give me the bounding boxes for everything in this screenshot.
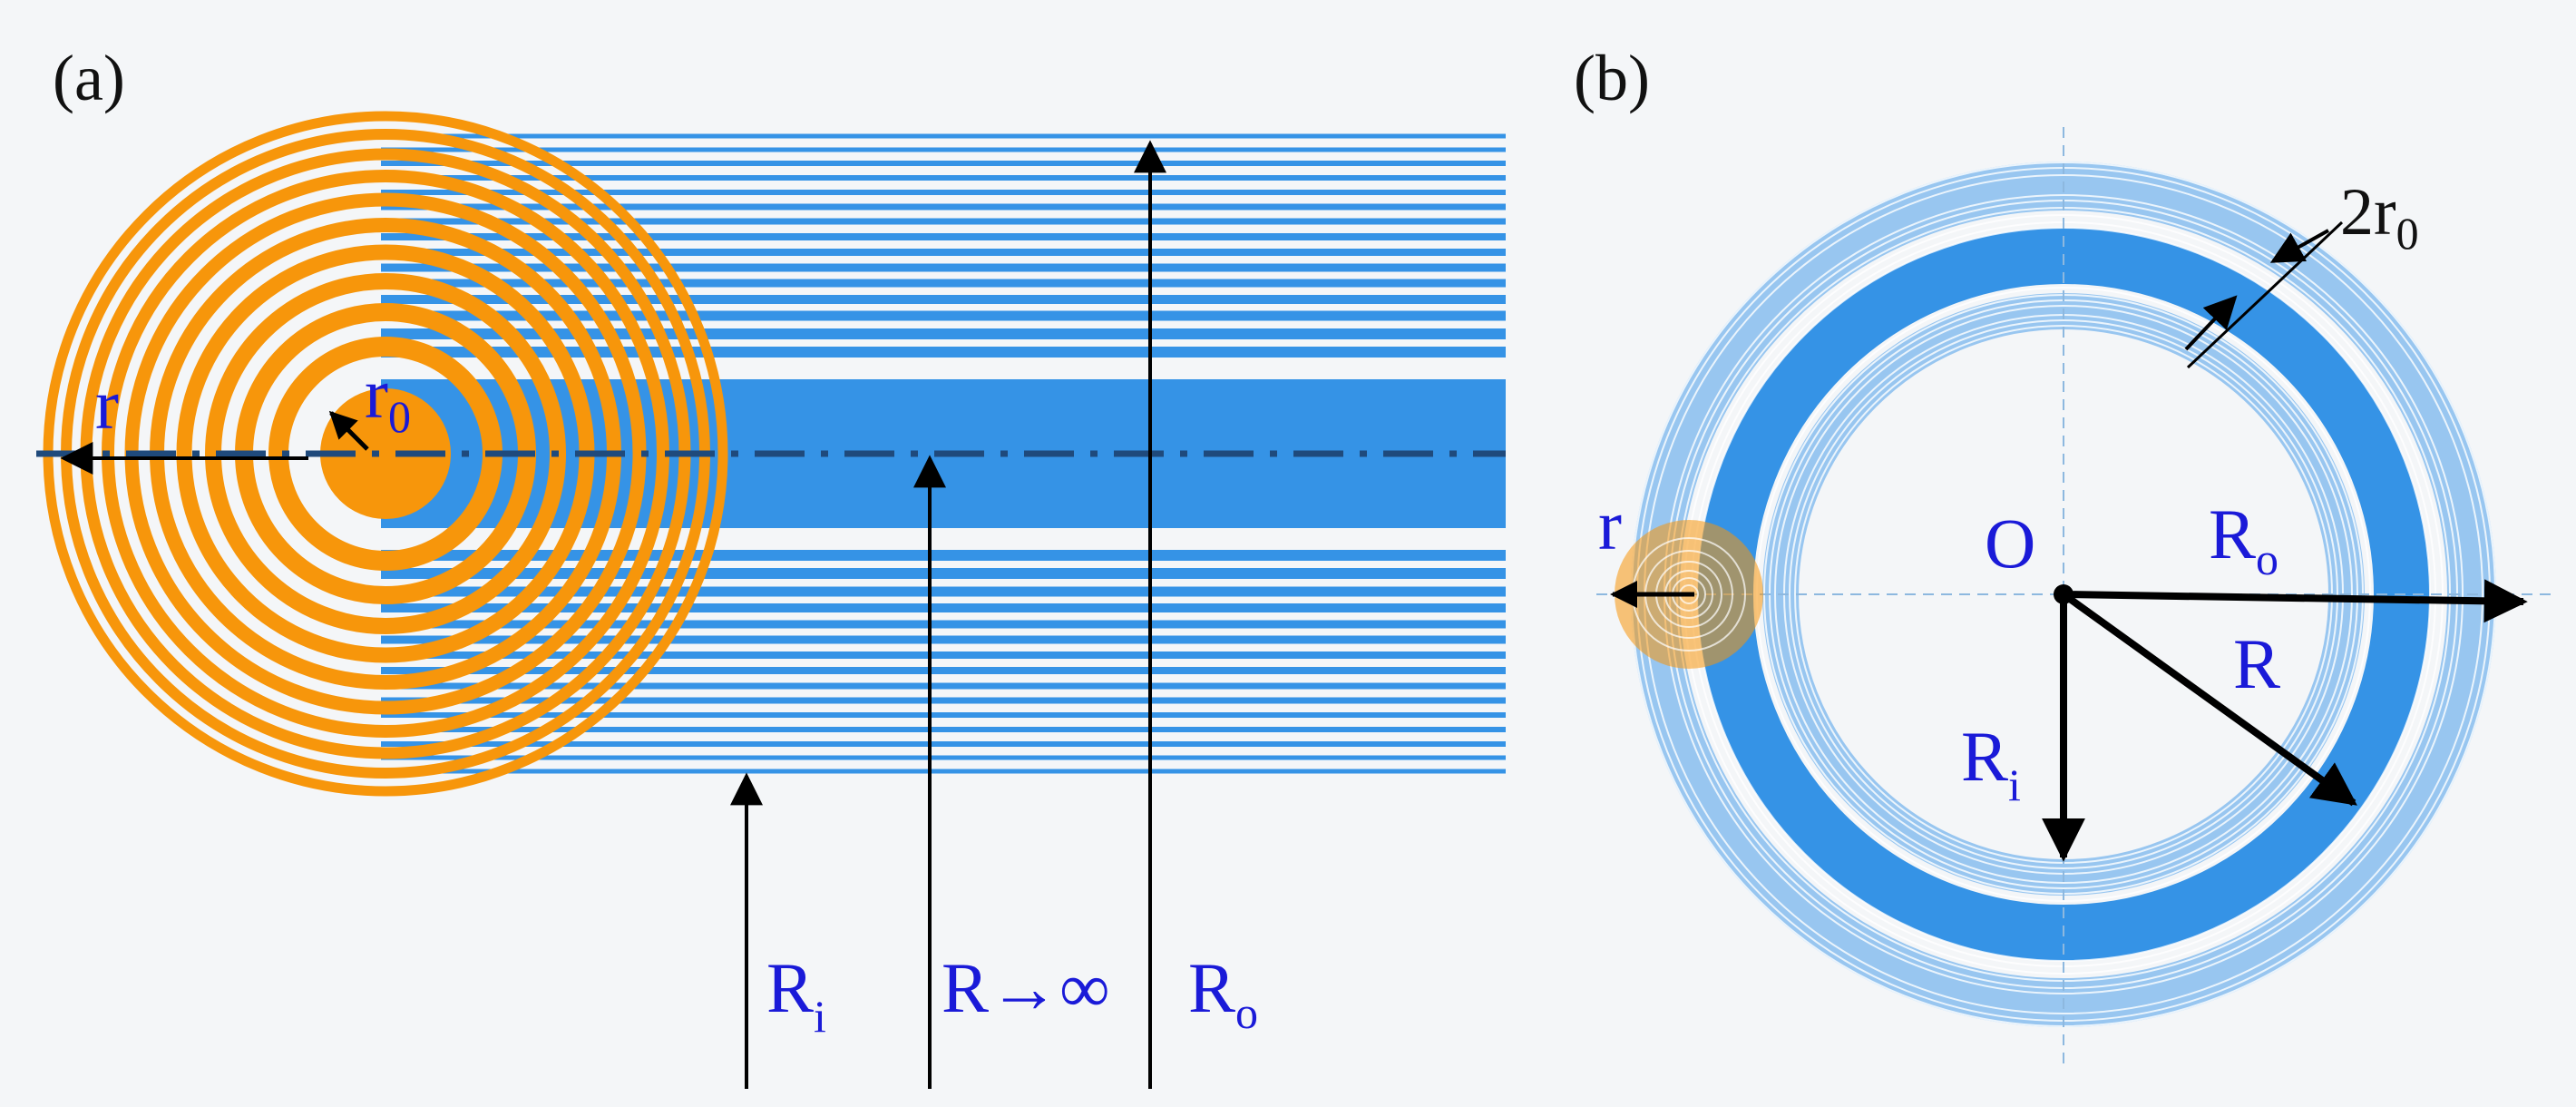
panel-b-ri-label: Ri bbox=[1961, 717, 2021, 810]
ri-main: R bbox=[766, 948, 814, 1027]
blue-stripe bbox=[381, 651, 1506, 659]
blue-stripe bbox=[381, 697, 1506, 704]
ri-sub: i bbox=[814, 991, 826, 1042]
thickness-leader bbox=[2186, 220, 2344, 369]
blue-stripe bbox=[381, 161, 1506, 166]
panel-b-label: (b) bbox=[1574, 42, 1650, 114]
two-r0-label: 2r0 bbox=[2340, 175, 2419, 259]
blue-stripe bbox=[381, 218, 1506, 225]
panel-a-label: (a) bbox=[53, 42, 125, 114]
r0-label: r0 bbox=[365, 354, 411, 442]
r-radius-arrow bbox=[2061, 591, 2357, 807]
panel-b-ro-label: Ro bbox=[2209, 495, 2278, 584]
ro-sub: o bbox=[1235, 987, 1258, 1038]
blue-stripe bbox=[381, 741, 1506, 747]
blue-stripe bbox=[381, 279, 1506, 288]
ri-label: Ri bbox=[766, 948, 826, 1042]
blue-stripe bbox=[381, 133, 1506, 139]
origin-dot bbox=[2054, 584, 2073, 604]
r-label: r bbox=[95, 365, 119, 444]
thickness-arrow-inner bbox=[2184, 295, 2238, 351]
two-r0-main: 2r bbox=[2340, 175, 2396, 250]
blue-stripe bbox=[381, 295, 1506, 304]
blue-stripe bbox=[381, 667, 1506, 674]
blue-stripe bbox=[381, 249, 1506, 256]
panel-b-r-small-label: r bbox=[1598, 485, 1622, 564]
panel-a: (a) r r0 Ri R→∞ Ro bbox=[36, 42, 1506, 1089]
ro-label: Ro bbox=[1188, 948, 1258, 1038]
blue-stripe bbox=[381, 233, 1506, 240]
annulus-gap bbox=[1774, 305, 2353, 884]
panel-b-ri-main: R bbox=[1961, 717, 2008, 796]
r0-sub: 0 bbox=[388, 391, 411, 442]
blue-stripe bbox=[381, 603, 1506, 612]
blue-stripe bbox=[381, 712, 1506, 718]
blue-stripe bbox=[381, 190, 1506, 195]
ro-main: R bbox=[1188, 948, 1235, 1027]
blue-stripe bbox=[381, 203, 1506, 211]
two-r0-sub: 0 bbox=[2396, 208, 2419, 259]
r0-main: r bbox=[365, 354, 388, 433]
panel-b-ri-sub: i bbox=[2008, 759, 2021, 810]
origin-label: O bbox=[1985, 504, 2035, 583]
blue-stripe bbox=[381, 147, 1506, 152]
blue-stripe bbox=[381, 586, 1506, 597]
panel-b: (b) 2r0 O Ro R Ri r bbox=[1574, 42, 2558, 1071]
panel-b-ro-sub: o bbox=[2256, 534, 2278, 584]
r-infinity-label: R→∞ bbox=[942, 948, 1110, 1027]
blue-stripe bbox=[381, 310, 1506, 321]
blue-stripe bbox=[381, 175, 1506, 181]
blue-stripe bbox=[381, 682, 1506, 690]
blue-stripe bbox=[381, 727, 1506, 732]
thickness-arrow-outer bbox=[2269, 229, 2329, 263]
panel-b-ro-main: R bbox=[2209, 495, 2256, 573]
blue-stripe bbox=[381, 755, 1506, 760]
blue-stripe bbox=[381, 620, 1506, 629]
panel-b-r-label: R bbox=[2233, 624, 2280, 703]
blue-stripe bbox=[381, 769, 1506, 774]
r0-arrow bbox=[328, 410, 369, 451]
ro-radius-arrow bbox=[2063, 579, 2528, 623]
annulus-gap bbox=[1789, 319, 2338, 869]
blue-stripe bbox=[381, 635, 1506, 644]
blue-stripe bbox=[381, 263, 1506, 272]
